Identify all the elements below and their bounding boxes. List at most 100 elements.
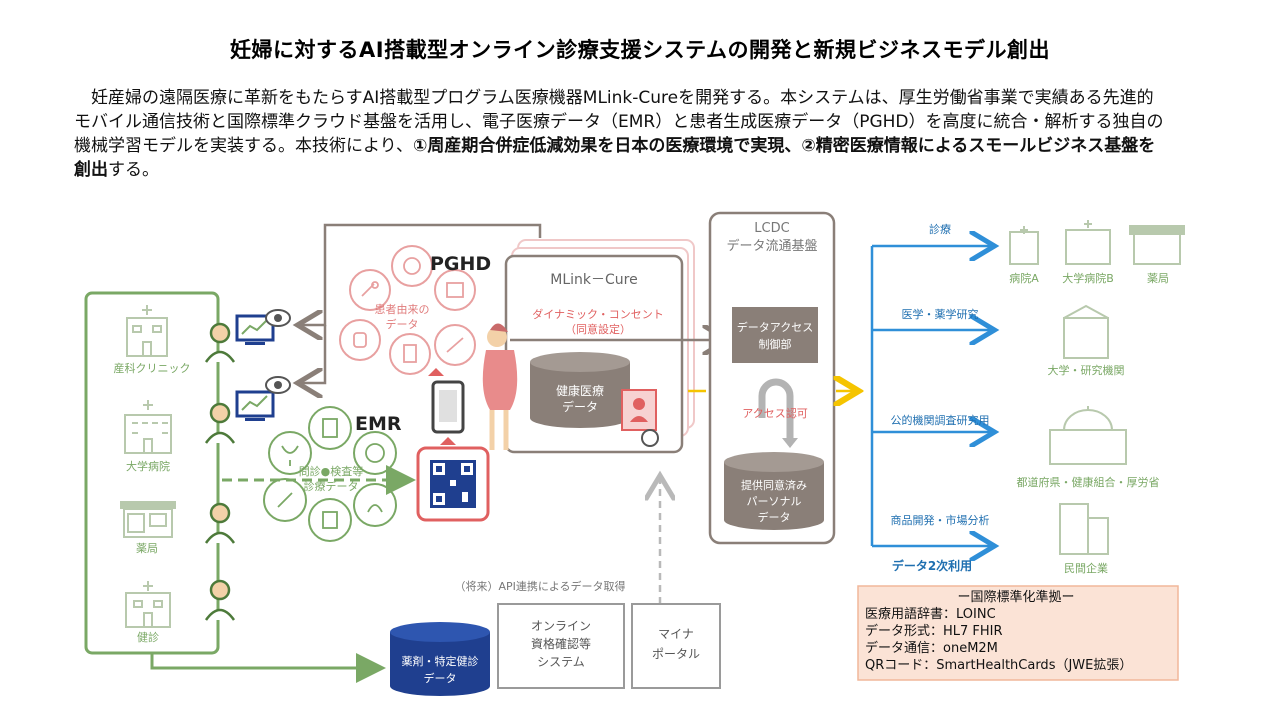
dna-icon [367,504,383,513]
access-control-box [732,307,818,363]
syringe-icon [446,337,464,353]
use-label-secondary: データ2次利用 [892,558,972,573]
government-icon [1049,406,1127,465]
pghd-icons [353,257,464,363]
svg-text:提供同意済み: 提供同意済み [741,478,807,492]
mlink-consent-1: ダイナミック・コンセント [532,307,664,321]
emr-center-text-1: 問診●検査等 [299,464,364,478]
feedback-arrows [300,223,542,383]
prescription-database: 薬剤・特定健診 データ [390,622,490,696]
stethoscope-icon [281,445,299,466]
target-label-government: 都道府県・健康組合・厚労省 [1017,475,1160,489]
left-facility-panel: 産科クリニック 大学病院 薬局 健診 [84,291,220,655]
auth-loop-arrow [758,378,794,438]
standards-line-3: データ通信：oneM2M [865,640,998,656]
svg-text:データ: データ [424,671,457,685]
standards-line-2: データ形式：HL7 FHIR [865,623,1003,639]
pghd-cluster: PGHD 患者由来の データ [339,245,491,375]
right-target-icons [1009,220,1185,555]
svg-text:制御部: 制御部 [759,337,792,351]
university-research-icon [1063,304,1109,359]
standards-box: ー国際標準化準拠ー 医療用語辞書：LOINC データ形式：HL7 FHIR デー… [857,585,1179,681]
use-label-public: 公的機関調査研究用 [891,413,990,427]
use-label-product: 商品開発・市場分析 [891,513,990,527]
eye-icon-2 [265,376,291,394]
university-hospital-b-icon [1065,220,1111,265]
panel-to-db-arrow [150,653,386,683]
standards-line-1: 医療用語辞書：LOINC [865,606,996,622]
clipboard-icon [403,344,417,363]
pghd-label: PGHD [430,253,491,275]
emr-center-text-2: 診療データ [304,479,359,493]
pghd-center-text-1: 患者由来の [375,302,430,316]
doctor-figure-2 [204,402,236,444]
target-label-private: 民間企業 [1064,561,1108,575]
svg-text:システム: システム [537,655,585,669]
intro-text-2: する。 [108,160,159,180]
pen-icon [277,492,293,508]
university-hospital-icon [124,400,172,454]
pharmacist-figure [204,579,236,621]
pharmacy-right-icon [1129,225,1185,265]
staff-figures [204,322,236,621]
monitor-icon-2 [235,390,275,421]
facility-label-pharmacy: 薬局 [136,542,158,555]
mlink-title: MLink－Cure [550,272,637,288]
chart-doc-icon [322,511,338,529]
hospital-a-icon [1009,226,1039,265]
device-icon [446,282,464,298]
intro-text-bold: ①周産期合併症低減効果を日本の医療環境で実現、②精密医療情報によるスモールビジネ… [74,136,1156,180]
mynaportal-box: マイナ ポータル [631,603,721,689]
page-title: 妊婦に対するAI搭載型オンライン診療支援システムの開発と新規ビジネスモデル創出 [230,38,1050,62]
health-check-icon [125,581,171,628]
intro-text-1: 妊産婦の遠隔医療に革新をもたらすAI搭載型プログラム医療機器MLink-Cure… [74,88,1164,156]
svg-text:オンライン: オンライン [531,619,591,633]
emr-label: EMR [355,413,402,435]
facility-label-health-check: 健診 [137,630,159,644]
svg-text:薬剤・特定健診: 薬剤・特定健診 [402,654,479,668]
target-label-pharmacy: 薬局 [1147,272,1169,285]
smartphone-icon [428,368,465,445]
emr-cluster: EMR 問診●検査等 診療データ [263,406,402,542]
standards-title: ー国際標準化準拠ー [957,589,1074,605]
use-label-shinryo: 診療 [929,222,951,236]
intro-paragraph: 妊産婦の遠隔医療に革新をもたらすAI搭載型プログラム医療機器MLink-Cure… [74,86,1164,182]
future-api-label: （将来）API連携によるデータ取得 [454,579,625,593]
mlink-database: 健康医療 データ [530,352,630,428]
bottle-icon [353,332,367,348]
svg-text:ポータル: ポータル [652,647,700,661]
document-icon [322,418,338,438]
distribution-tree [870,246,992,546]
target-label-hospital-a: 病院A [1009,271,1039,285]
target-label-univ-hospital-b: 大学病院B [1062,271,1114,285]
target-label-univ-research: 大学・研究機関 [1048,363,1125,377]
svg-text:健康医療: 健康医療 [556,383,604,398]
monitor-icon-1 [235,314,275,345]
svg-text:パーソナル: パーソナル [747,495,802,508]
use-label-research: 医学・薬学研究 [902,307,979,321]
standards-line-4: QRコード：SmartHealthCards（JWE拡張） [865,658,1132,673]
svg-text:データ: データ [562,399,598,414]
profile-lock-icon [621,389,659,447]
lcdc-title-2: データ流通基盤 [726,238,817,254]
clinic-icon [126,305,168,357]
doctor-figure-1 [204,322,236,363]
mlink-consent-2: （同意設定） [565,322,631,336]
pghd-center-text-2: データ [386,317,419,331]
lcdc-database: 提供同意済み パーソナル データ [724,452,824,530]
private-company-icon [1059,503,1109,555]
mlink-cure-panel: MLink－Cure ダイナミック・コンセント （同意設定） 健康医療 データ [504,239,695,454]
meal-icon [403,257,421,275]
svg-text:データアクセス: データアクセス [737,320,813,334]
facility-label-clinic: 産科クリニック [114,361,191,375]
auth-label: アクセス認可 [742,406,807,420]
svg-text:マイナ: マイナ [658,627,694,641]
online-system-box: オンライン 資格確認等 システム [497,603,625,689]
svg-text:資格確認等: 資格確認等 [531,636,591,651]
facility-label-university-hospital: 大学病院 [126,459,170,473]
lcdc-panel: LCDC データ流通基盤 データアクセス 制御部 アクセス認可 提供同意済み パ… [708,211,836,545]
lcdc-title-1: LCDC [754,221,789,236]
pregnant-woman-figure [482,323,518,450]
qr-code-icon [416,446,490,522]
